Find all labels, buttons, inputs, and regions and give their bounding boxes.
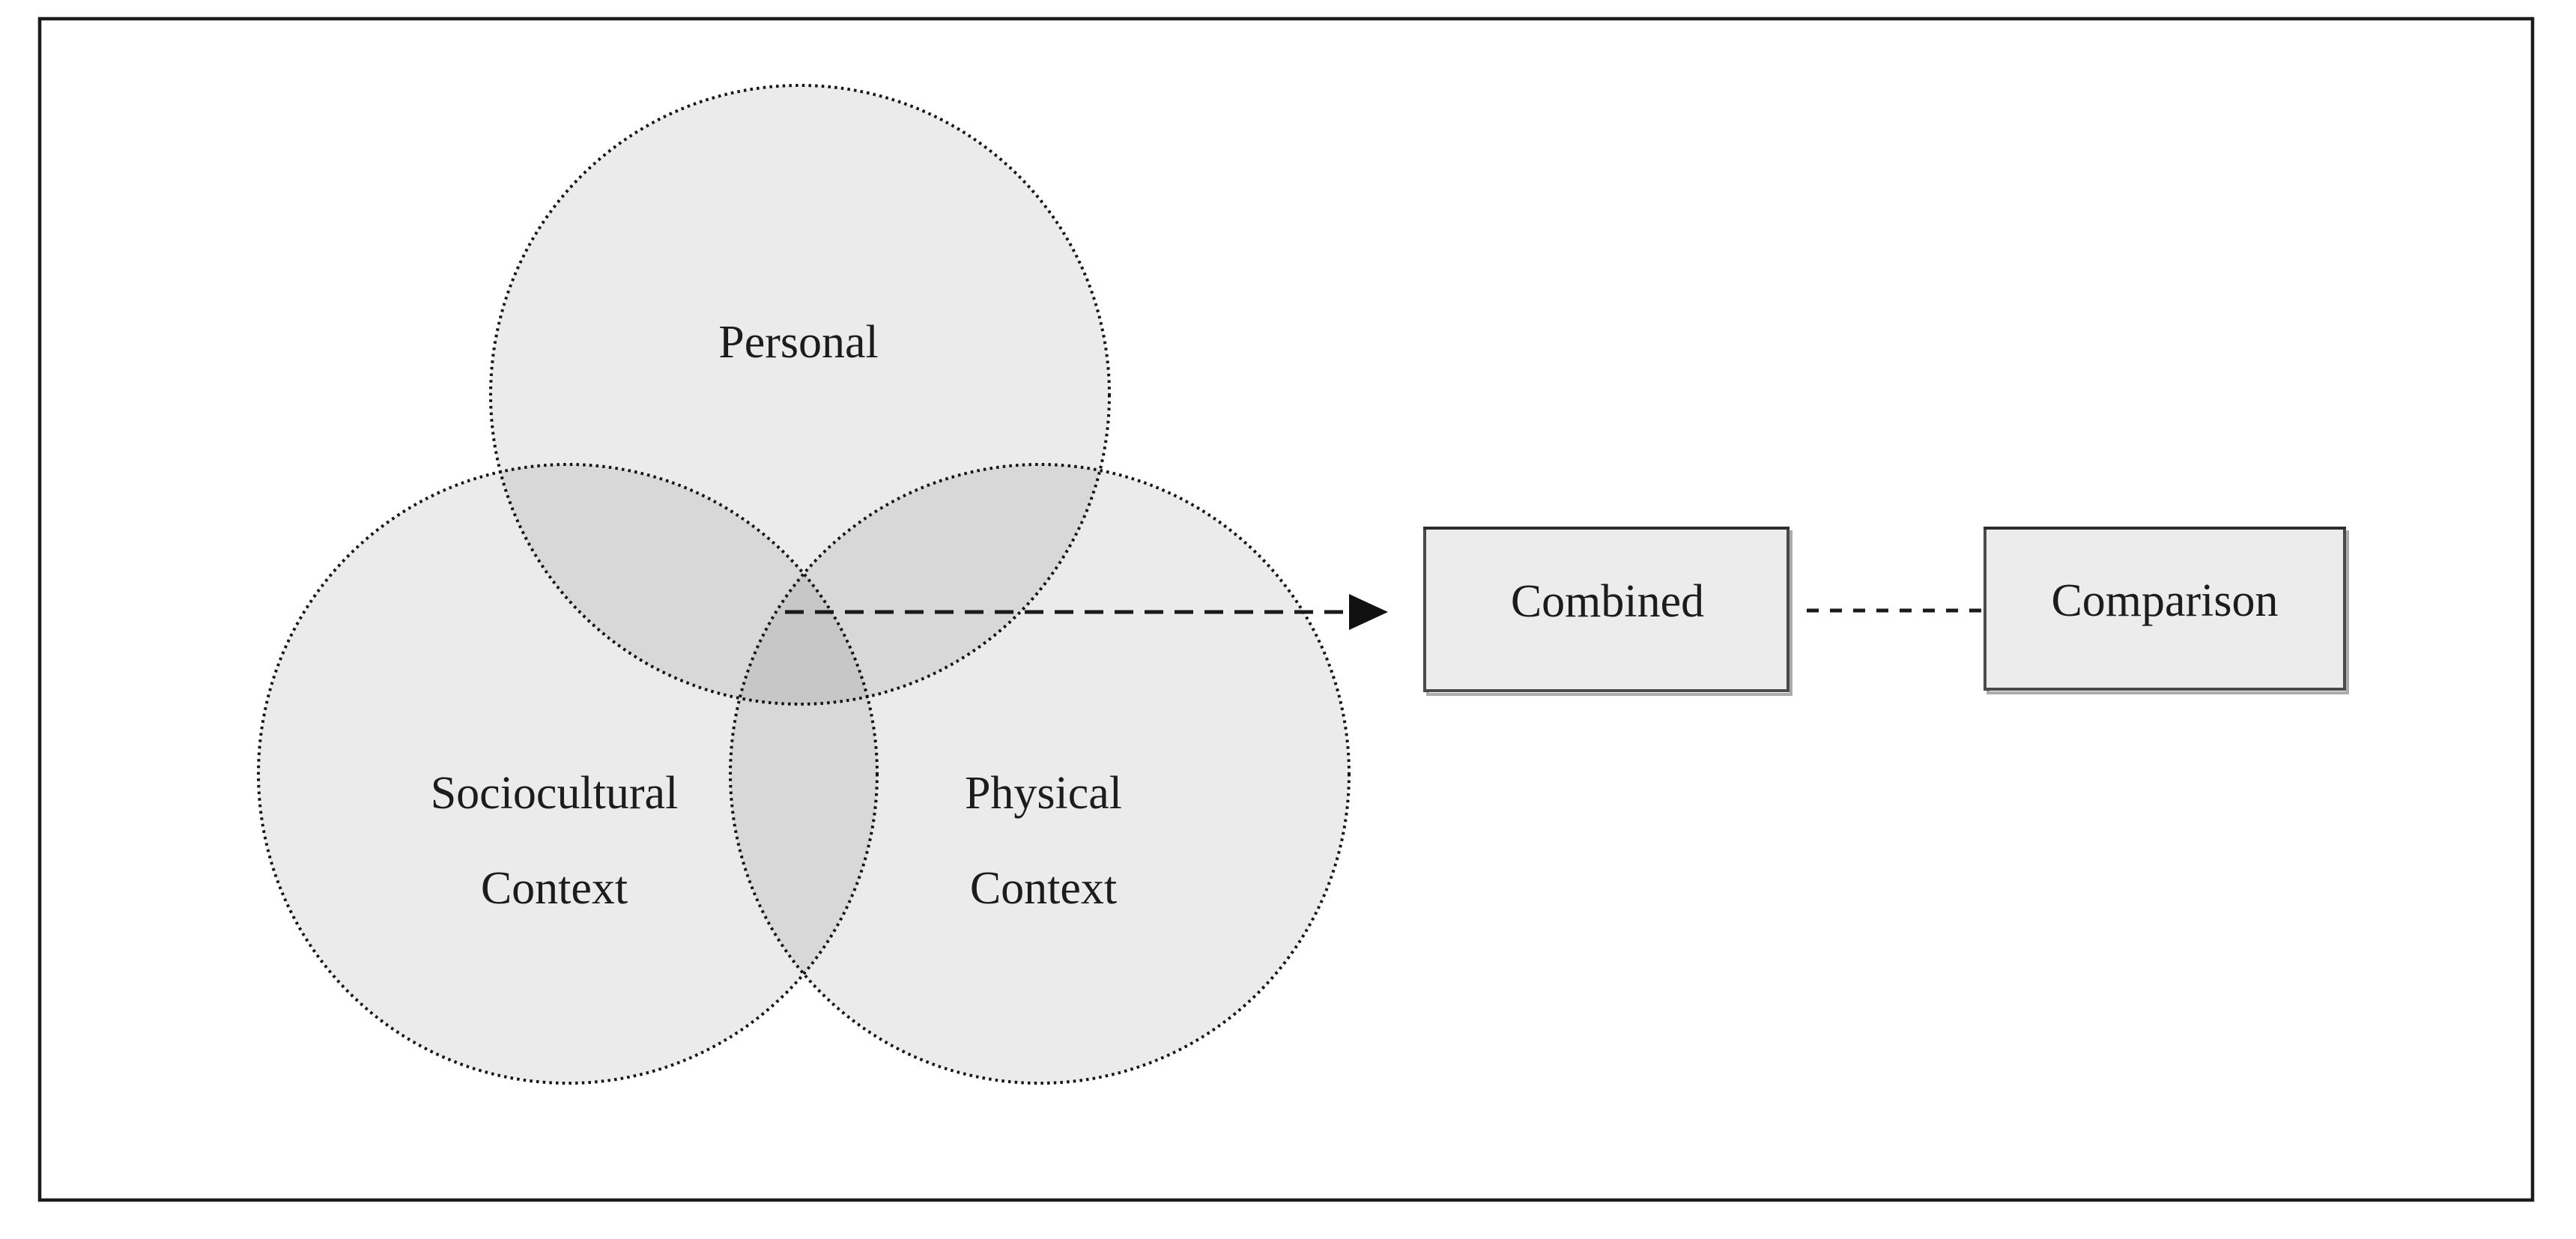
- arrowhead-icon: [1349, 594, 1388, 630]
- venn-circle-physical: [729, 463, 1351, 1085]
- comparison-node: Comparison: [1983, 527, 2349, 694]
- combined-box-label: Combined: [1511, 576, 1704, 627]
- venn-group: Personal Sociocultural Context Physical …: [257, 84, 1351, 1085]
- venn-circle-sociocultural: [257, 463, 879, 1085]
- venn-circle-personal: [489, 84, 1111, 706]
- physical-circle-label-line1: Physical: [965, 768, 1122, 819]
- comparison-box: [1983, 527, 2346, 691]
- physical-circle-label-line2: Context: [970, 863, 1117, 914]
- sociocultural-circle-label-line2: Context: [481, 863, 628, 914]
- outer-frame: [37, 16, 2535, 1202]
- flow-group: Combined Comparison: [785, 527, 2349, 696]
- combined-node: Combined: [1423, 527, 1792, 696]
- combined-box: [1423, 527, 1789, 692]
- sociocultural-circle-label-line1: Sociocultural: [431, 768, 679, 819]
- comparison-box-label: Comparison: [2051, 575, 2278, 626]
- personal-circle-label: Personal: [718, 317, 879, 368]
